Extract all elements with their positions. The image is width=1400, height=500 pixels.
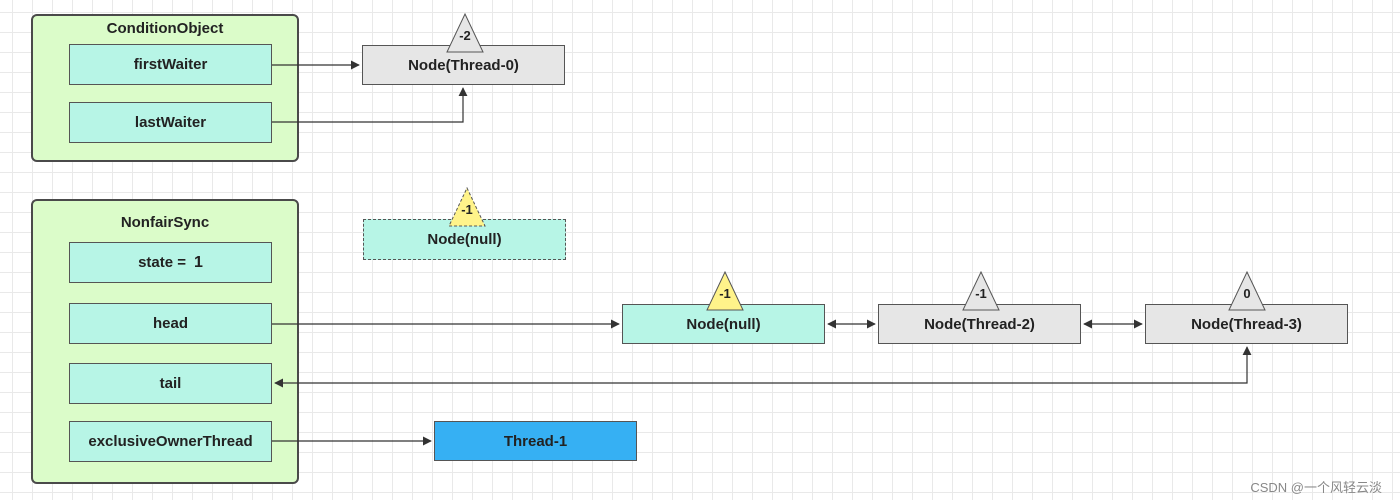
node-null-head: Node(null) <box>622 304 825 344</box>
condition-object-title: ConditionObject <box>106 20 224 37</box>
status-value-thread-0: -2 <box>459 28 471 43</box>
last-waiter-field: lastWaiter <box>69 102 272 143</box>
thread-1-owner: Thread-1 <box>434 421 637 461</box>
arrow-last-waiter <box>272 87 468 123</box>
triangle-icon <box>446 12 484 53</box>
status-triangle-thread-3: 0 <box>1228 270 1266 311</box>
node-thread-3: Node(Thread-3) <box>1145 304 1348 344</box>
triangle-icon <box>1228 270 1266 311</box>
triangle-icon <box>962 270 1000 311</box>
triangle-icon <box>448 186 486 227</box>
state-value: 1 <box>194 253 203 271</box>
state-field: state = 1 <box>69 242 272 283</box>
triangle-icon <box>706 270 744 311</box>
arrow-tail <box>274 346 1252 388</box>
status-triangle-thread-2: -1 <box>962 270 1000 311</box>
status-triangle-null-head: -1 <box>706 270 744 311</box>
status-value-null-dummy: -1 <box>461 202 473 217</box>
status-value-thread-2: -1 <box>975 286 987 301</box>
node-thread-2: Node(Thread-2) <box>878 304 1081 344</box>
status-value-thread-3: 0 <box>1243 286 1251 301</box>
status-triangle-thread-0: -2 <box>446 12 484 53</box>
nonfair-sync-title: NonfairSync <box>120 214 210 231</box>
first-waiter-field: firstWaiter <box>69 44 272 85</box>
tail-field: tail <box>69 363 272 404</box>
status-value-null-head: -1 <box>719 286 731 301</box>
state-label: state = <box>138 254 187 271</box>
watermark: CSDN @一个风轻云淡 <box>1250 480 1382 495</box>
status-triangle-null-dummy: -1 <box>448 186 486 227</box>
head-field: head <box>69 303 272 344</box>
exclusive-owner-thread-field: exclusiveOwnerThread <box>69 421 272 462</box>
